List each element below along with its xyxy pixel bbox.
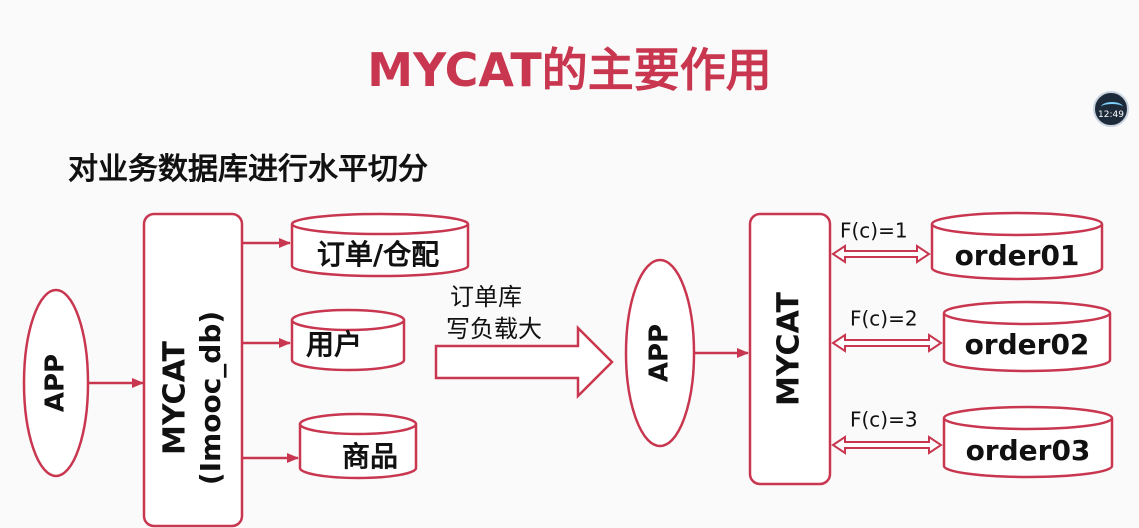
db1-label: 订单/仓配 <box>317 238 439 271</box>
left-app-label: APP <box>41 354 71 412</box>
left-mycat-db-label: (Imooc_db) <box>194 311 227 485</box>
clock-badge[interactable]: 12:49 <box>1093 91 1129 127</box>
db3-cylinder: 商品 <box>298 412 418 480</box>
right-app-node: APP <box>624 258 696 448</box>
left-mycat-label: MYCAT <box>158 341 193 455</box>
shard-2-func: F(c)=2 <box>850 307 918 331</box>
shard-3-func: F(c)=3 <box>850 408 918 432</box>
transition-label-2: 写负载大 <box>446 315 542 343</box>
shard-1-label: order01 <box>955 239 1080 272</box>
right-app-label: APP <box>645 324 675 382</box>
shard-2-label: order02 <box>965 328 1090 361</box>
shard-3-cylinder: order03 <box>942 405 1114 479</box>
right-mycat-label: MYCAT <box>772 292 807 406</box>
left-app-node: APP <box>22 288 90 478</box>
shard-2-link <box>831 333 943 353</box>
shard-1-func: F(c)=1 <box>840 219 908 243</box>
db2-cylinder: 用户 <box>290 308 406 372</box>
shard-3-link <box>831 435 943 455</box>
clock-time: 12:49 <box>1098 110 1124 120</box>
right-mycat-node: MYCAT <box>748 212 832 486</box>
page-subtitle: 对业务数据库进行水平切分 <box>68 152 428 187</box>
left-mycat-node: MYCAT (Imooc_db) <box>142 212 244 528</box>
page-title: MYCAT的主要作用 <box>367 43 772 97</box>
transition-arrow <box>434 324 614 400</box>
db2-label: 用户 <box>306 328 362 361</box>
wave-icon <box>1101 102 1123 112</box>
db3-label: 商品 <box>342 440 398 473</box>
transition-label-1: 订单库 <box>450 283 522 311</box>
shard-1-link <box>831 244 931 264</box>
shard-2-cylinder: order02 <box>942 300 1112 373</box>
shard-1-cylinder: order01 <box>930 211 1104 281</box>
db1-cylinder: 订单/仓配 <box>290 212 470 278</box>
shard-3-label: order03 <box>966 434 1091 467</box>
